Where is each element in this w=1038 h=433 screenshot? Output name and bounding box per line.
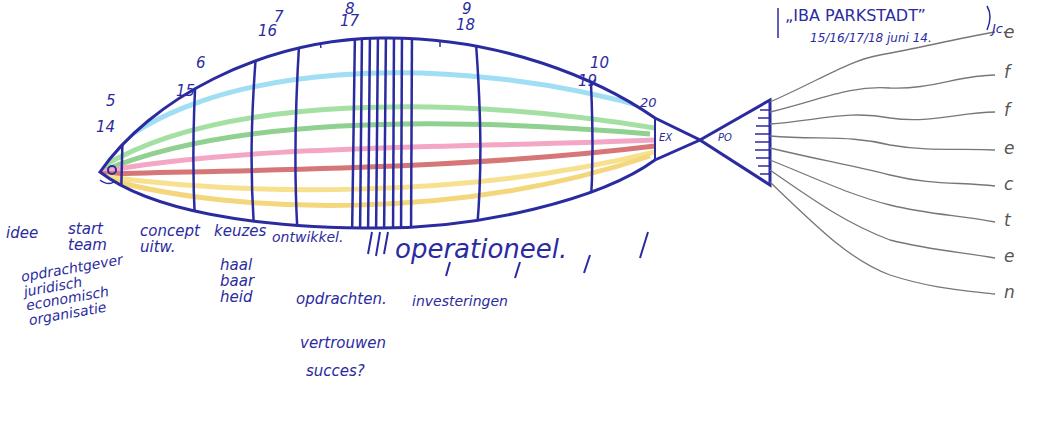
tail-label: PO: [718, 133, 732, 144]
callout-number: 6: [196, 56, 206, 72]
callout-number: 17: [340, 14, 359, 30]
callout-number: 15: [176, 84, 195, 100]
effect-letter: e: [1004, 24, 1014, 42]
phase-label: start team: [68, 222, 118, 254]
phase-label: concept uitw.: [140, 224, 212, 256]
callout-number: 20: [640, 96, 657, 110]
body-end: [654, 118, 656, 160]
callout-number: 19: [578, 74, 597, 90]
tail-hatching: [755, 110, 770, 174]
fish-outline: [100, 38, 700, 228]
phase-label: idee: [6, 226, 38, 242]
note: succes?: [306, 364, 365, 380]
phase-label: haal baar heid: [220, 258, 260, 305]
effect-letter: e: [1004, 248, 1014, 266]
note: investeringen: [412, 294, 508, 309]
phase-label: keuzes: [214, 224, 266, 240]
marks: [368, 232, 648, 278]
tail-triangle: [700, 100, 770, 185]
callout-number: 16: [258, 24, 277, 40]
effect-letter: t: [1004, 212, 1011, 230]
note: vertrouwen: [300, 336, 386, 352]
effect-letter: c: [1004, 176, 1013, 194]
callout-number: 18: [456, 18, 475, 34]
tail-label: EX: [659, 133, 672, 144]
fish-eye: [108, 166, 116, 174]
date-note: 15/16/17/18 juni 14.: [810, 32, 932, 45]
aspect-list: opdrachtgever juridisch economisch organ…: [20, 249, 148, 328]
effect-letter: f: [1004, 102, 1010, 120]
callout-number: 5: [106, 94, 116, 110]
effect-waves: [770, 32, 995, 294]
callout-number: 10: [590, 56, 609, 72]
fish-ribs: [120, 30, 593, 240]
diagram-title: „IBA PARKSTADT”: [785, 8, 926, 25]
phase-label: ontwikkel.: [272, 230, 343, 245]
effect-letter: f: [1004, 64, 1010, 82]
callout-number: 14: [96, 120, 115, 136]
phase-label: operationeel.: [395, 236, 567, 263]
fish-mouth: [100, 180, 114, 184]
callout-number: 9: [462, 2, 472, 18]
note: opdrachten.: [296, 292, 387, 308]
effect-letter: e: [1004, 140, 1014, 158]
effect-letter: n: [1004, 284, 1015, 302]
